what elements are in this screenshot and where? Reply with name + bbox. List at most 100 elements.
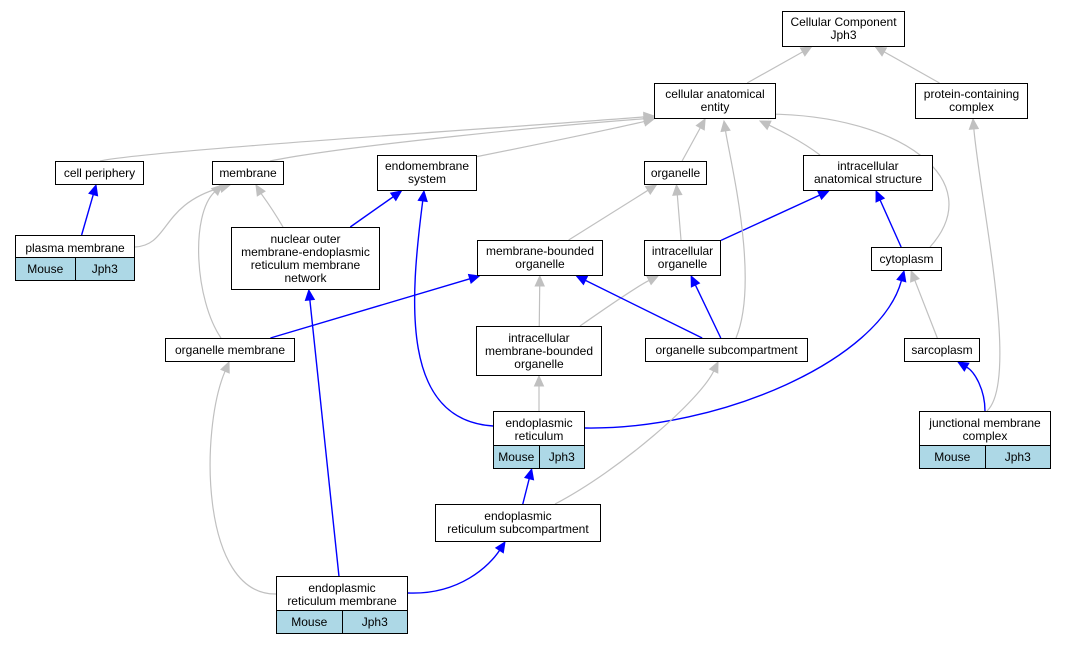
go-term-label: endoplasmic reticulum subcompartment [447,509,589,536]
edge-is-a-line [676,194,682,241]
go-term-cae[interactable]: cellular anatomical entity [654,83,776,119]
edge-part-of-line [349,196,394,228]
edge-is-a-line [768,124,821,156]
edge-is-a-line [198,191,222,339]
gene-cell: Jph3 [74,258,135,280]
go-term-label: nuclear outer membrane-endoplasmic retic… [241,231,370,285]
edge-arrowhead [896,269,907,283]
edge-is-a-line [914,280,938,339]
edge-arrowhead [255,183,266,197]
gene-cell: Jph3 [984,446,1051,468]
go-term-label: sarcoplasm [911,342,973,357]
go-term-root[interactable]: Cellular Component Jph3 [782,11,905,47]
gene-cell: Jph3 [341,611,408,633]
annotation-row: Mouse Jph3 [16,257,134,280]
edge-is-a-line [469,120,645,159]
edge-part-of-line [80,194,94,236]
edge-arrowhead [956,361,970,372]
edge-is-a-line [99,116,645,162]
go-term-ersc[interactable]: endoplasmic reticulum subcompartment [435,504,601,542]
edge-arrowhead [575,275,589,286]
edge-arrowhead [758,120,772,131]
edge-part-of-line [309,299,340,577]
edge-part-of-line [270,278,470,339]
edge-is-a-line [209,370,277,595]
go-term-label: organelle membrane [174,342,286,357]
go-term-label: endomembrane system [384,159,470,186]
edge-is-a-line [260,193,284,228]
go-term-label: organelle [650,165,701,180]
go-term-cp[interactable]: cell periphery [55,161,144,185]
go-term-label: cell periphery [63,165,136,180]
edge-arrowhead [533,374,545,387]
go-term-sarco[interactable]: sarcoplasm [904,338,980,362]
go-term-osc[interactable]: organelle subcompartment [645,338,808,362]
go-term-imbo[interactable]: intracellular membrane-bounded organelle [476,326,602,376]
go-term-mbo[interactable]: membrane-bounded organelle [477,240,603,276]
edge-arrowhead [644,184,658,196]
species-cell: Mouse [291,615,328,629]
edge-part-of-line [966,366,986,412]
go-term-cyto[interactable]: cytoplasm [871,247,942,271]
go-term-label: Cellular Component Jph3 [790,15,897,42]
go-term-label: endoplasmic reticulum membrane [287,581,397,608]
go-term-pcc[interactable]: protein-containing complex [915,83,1028,119]
go-term-mem[interactable]: membrane [212,161,284,185]
edge-is-a-line [724,130,746,339]
go-term-nom[interactable]: nuclear outer membrane-endoplasmic retic… [231,227,380,290]
species-cell: Mouse [27,262,64,276]
annotation-row: Mouse Jph3 [277,610,407,633]
edge-arrowhead [720,119,731,133]
go-term-label: protein-containing complex [923,87,1020,114]
edge-is-a-line [554,370,715,505]
edge-arrowhead [816,190,830,201]
go-term-label: plasma membrane [25,240,125,255]
go-term-io[interactable]: intracellular organelle [644,240,721,276]
edge-part-of-line [413,200,494,427]
edge-arrowhead [968,117,980,130]
edge-part-of-line [584,280,903,429]
species-cell: Mouse [498,450,535,464]
edge-arrowhead [210,184,223,197]
edge-part-of-line [879,199,902,248]
edge-is-a-line [681,127,701,162]
go-term-ems[interactable]: endomembrane system [377,155,477,191]
edge-is-a-line [883,51,940,84]
edge-part-of-line [522,478,530,505]
gene-cell: Jph3 [538,446,585,468]
go-term-label: organelle subcompartment [655,342,798,357]
edge-arrowhead [646,275,660,286]
go-term-label: cellular anatomical entity [665,87,765,114]
edge-arrowhead [642,116,656,127]
go-term-label: endoplasmic reticulum [505,416,573,443]
go-term-om[interactable]: organelle membrane [165,338,295,362]
edge-part-of-line [694,284,722,339]
go-term-org[interactable]: organelle [644,161,707,185]
go-term-label: cytoplasm [879,251,934,266]
go-term-label: intracellular membrane-bounded organelle [484,330,594,371]
edge-arrowhead [708,360,719,374]
go-term-label: intracellular anatomical structure [813,159,923,186]
edge-is-a-line [134,187,221,248]
edge-is-a-line [746,51,803,84]
edge-arrowhead [494,540,506,554]
edge-is-a-line [579,279,650,327]
edge-arrowhead [690,274,701,288]
edge-arrowhead [695,117,706,131]
edge-arrowhead [910,269,920,283]
species-cell: Mouse [934,450,971,464]
go-term-label: membrane [219,165,277,180]
edge-arrowhead [220,360,230,374]
edge-arrowhead [523,467,535,481]
go-term-ias[interactable]: intracellular anatomical structure [803,155,933,191]
edge-arrowhead [534,274,545,287]
edge-is-a-line [973,128,1001,412]
edge-arrowhead [417,189,428,203]
